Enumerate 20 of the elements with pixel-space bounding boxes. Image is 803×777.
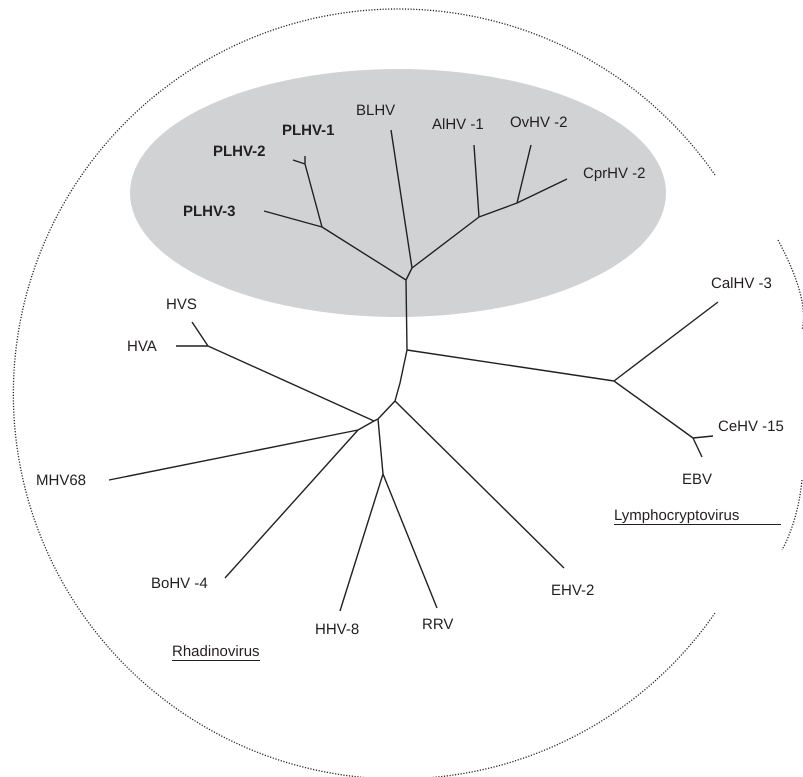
taxon-label: CalHV -3 bbox=[711, 275, 772, 292]
taxon-label: EHV-2 bbox=[551, 582, 594, 599]
taxon-label: PLHV-1 bbox=[282, 122, 335, 139]
taxon-label: AlHV -1 bbox=[432, 116, 484, 133]
taxon-label: OvHV -2 bbox=[510, 114, 568, 131]
taxon-label: PLHV-2 bbox=[213, 143, 266, 160]
taxon-label: MHV68 bbox=[36, 472, 86, 489]
genus-label: Lymphocryptovirus bbox=[614, 507, 782, 525]
taxon-label: HHV-8 bbox=[315, 621, 360, 638]
taxon-label: CeHV -15 bbox=[718, 418, 784, 435]
taxon-label: CprHV -2 bbox=[583, 165, 646, 182]
taxon-label: BoHV -4 bbox=[151, 575, 208, 592]
taxon-label: PLHV-3 bbox=[183, 203, 236, 220]
taxon-label: HVS bbox=[166, 296, 197, 313]
genus-label: Rhadinovirus bbox=[172, 643, 260, 661]
taxon-label: BLHV bbox=[356, 102, 396, 119]
taxon-label: HVA bbox=[127, 338, 157, 355]
taxon-label: EBV bbox=[682, 471, 712, 488]
taxon-label: RRV bbox=[422, 616, 454, 633]
clade-ellipse bbox=[130, 69, 666, 317]
